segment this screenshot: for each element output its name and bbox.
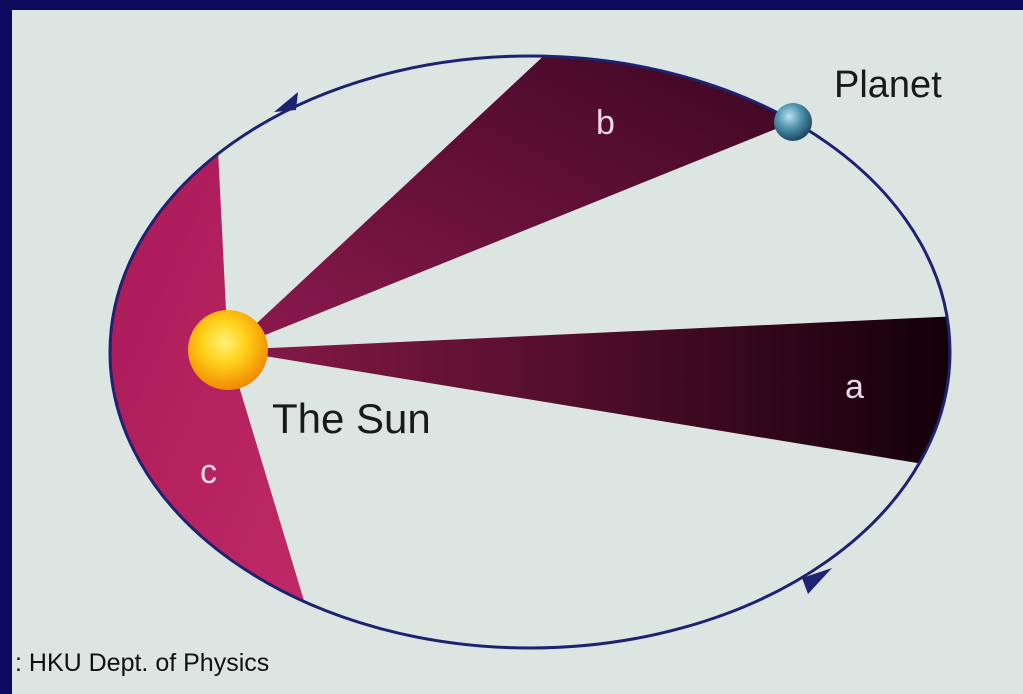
sector-b [228,56,800,350]
credit-text: : HKU Dept. of Physics [15,649,270,677]
sector-a-label: a [845,368,864,406]
left-border [0,0,12,694]
orbit-arrow-top [274,92,298,112]
sun-label: The Sun [272,395,431,442]
swept-areas [110,56,950,648]
sector-b-label: b [596,104,615,142]
sun-icon [188,310,268,390]
top-border [0,0,1023,10]
sector-c-label: c [200,453,217,491]
orbit-arrow-bottom [802,568,832,594]
sector-a [228,316,950,470]
planet-label: Planet [834,64,942,106]
planet-icon [774,103,812,141]
orbit-path [108,54,952,650]
